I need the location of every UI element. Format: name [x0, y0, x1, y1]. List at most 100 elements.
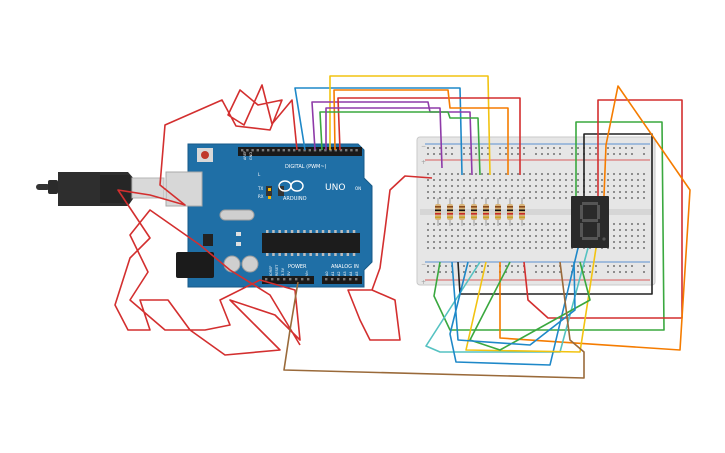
rail-hole[interactable]: [607, 265, 609, 267]
rail-hole[interactable]: [469, 265, 471, 267]
breadboard-hole[interactable]: [643, 191, 645, 193]
breadboard-hole[interactable]: [613, 223, 615, 225]
breadboard-hole[interactable]: [553, 191, 555, 193]
wire-red-top[interactable]: [337, 97, 521, 175]
breadboard-hole[interactable]: [487, 191, 489, 193]
rail-hole[interactable]: [463, 265, 465, 267]
seven-segment-display[interactable]: 8: [0, 0, 609, 248]
rail-hole[interactable]: [619, 147, 621, 149]
breadboard-hole[interactable]: [475, 223, 477, 225]
breadboard-hole[interactable]: [553, 229, 555, 231]
breadboard-hole[interactable]: [505, 223, 507, 225]
rail-hole[interactable]: [589, 265, 591, 267]
wire-red-loop[interactable]: [114, 84, 301, 356]
breadboard-hole[interactable]: [457, 179, 459, 181]
breadboard-hole[interactable]: [619, 179, 621, 181]
rail-hole[interactable]: [613, 271, 615, 273]
breadboard-hole[interactable]: [631, 185, 633, 187]
rail-hole[interactable]: [607, 147, 609, 149]
breadboard-hole[interactable]: [631, 223, 633, 225]
rail-hole[interactable]: [445, 153, 447, 155]
breadboard-hole[interactable]: [559, 241, 561, 243]
usb-cable[interactable]: [36, 172, 165, 206]
breadboard-hole[interactable]: [493, 247, 495, 249]
breadboard-hole[interactable]: [469, 185, 471, 187]
rail-hole[interactable]: [547, 147, 549, 149]
breadboard-hole[interactable]: [499, 173, 501, 175]
breadboard-hole[interactable]: [535, 229, 537, 231]
rail-hole[interactable]: [559, 147, 561, 149]
breadboard-hole[interactable]: [523, 247, 525, 249]
rail-hole[interactable]: [595, 271, 597, 273]
breadboard-hole[interactable]: [457, 197, 459, 199]
rail-hole[interactable]: [505, 153, 507, 155]
rail-hole[interactable]: [625, 265, 627, 267]
breadboard-hole[interactable]: [445, 179, 447, 181]
breadboard-hole[interactable]: [427, 191, 429, 193]
rail-hole[interactable]: [643, 271, 645, 273]
resistor[interactable]: [507, 198, 513, 226]
rail-hole[interactable]: [445, 265, 447, 267]
dc-power-jack[interactable]: [176, 252, 214, 278]
breadboard-hole[interactable]: [589, 185, 591, 187]
rail-hole[interactable]: [553, 265, 555, 267]
breadboard-hole[interactable]: [427, 223, 429, 225]
rail-hole[interactable]: [577, 147, 579, 149]
breadboard-hole[interactable]: [499, 229, 501, 231]
rail-hole[interactable]: [433, 147, 435, 149]
header-pin[interactable]: [319, 149, 322, 152]
breadboard-hole[interactable]: [595, 185, 597, 187]
rail-hole[interactable]: [481, 147, 483, 149]
header-pin[interactable]: [303, 149, 306, 152]
breadboard-hole[interactable]: [433, 223, 435, 225]
breadboard-hole[interactable]: [499, 179, 501, 181]
breadboard-hole[interactable]: [469, 223, 471, 225]
breadboard-hole[interactable]: [481, 241, 483, 243]
rail-hole[interactable]: [631, 153, 633, 155]
breadboard-hole[interactable]: [619, 241, 621, 243]
breadboard-hole[interactable]: [559, 247, 561, 249]
breadboard-hole[interactable]: [445, 185, 447, 187]
breadboard-hole[interactable]: [607, 173, 609, 175]
breadboard-hole[interactable]: [553, 235, 555, 237]
breadboard-hole[interactable]: [493, 241, 495, 243]
breadboard-hole[interactable]: [469, 247, 471, 249]
rail-hole[interactable]: [631, 147, 633, 149]
breadboard-hole[interactable]: [601, 185, 603, 187]
rail-hole[interactable]: [481, 271, 483, 273]
breadboard-hole[interactable]: [523, 179, 525, 181]
breadboard-hole[interactable]: [559, 235, 561, 237]
breadboard-hole[interactable]: [469, 241, 471, 243]
breadboard-hole[interactable]: [535, 197, 537, 199]
rail-hole[interactable]: [475, 147, 477, 149]
breadboard-hole[interactable]: [493, 223, 495, 225]
rail-hole[interactable]: [523, 153, 525, 155]
rail-hole[interactable]: [487, 153, 489, 155]
analog-header[interactable]: [322, 276, 362, 284]
breadboard-hole[interactable]: [499, 197, 501, 199]
breadboard-hole[interactable]: [625, 173, 627, 175]
breadboard-hole[interactable]: [643, 223, 645, 225]
resistor-array[interactable]: [435, 198, 525, 226]
header-pin[interactable]: [283, 278, 286, 281]
breadboard-hole[interactable]: [541, 229, 543, 231]
breadboard-hole[interactable]: [547, 173, 549, 175]
header-pin[interactable]: [295, 278, 298, 281]
breadboard-hole[interactable]: [595, 173, 597, 175]
digital-header[interactable]: [238, 147, 362, 156]
breadboard-hole[interactable]: [511, 223, 513, 225]
breadboard-hole[interactable]: [529, 241, 531, 243]
breadboard-hole[interactable]: [517, 191, 519, 193]
breadboard-hole[interactable]: [505, 247, 507, 249]
breadboard-hole[interactable]: [631, 179, 633, 181]
breadboard-hole[interactable]: [541, 235, 543, 237]
breadboard-hole[interactable]: [511, 191, 513, 193]
breadboard-hole[interactable]: [613, 173, 615, 175]
breadboard-hole[interactable]: [631, 197, 633, 199]
breadboard-hole[interactable]: [625, 191, 627, 193]
rail-hole[interactable]: [547, 271, 549, 273]
breadboard-hole[interactable]: [481, 191, 483, 193]
breadboard-hole[interactable]: [523, 185, 525, 187]
header-pin[interactable]: [271, 278, 274, 281]
breadboard-hole[interactable]: [613, 179, 615, 181]
